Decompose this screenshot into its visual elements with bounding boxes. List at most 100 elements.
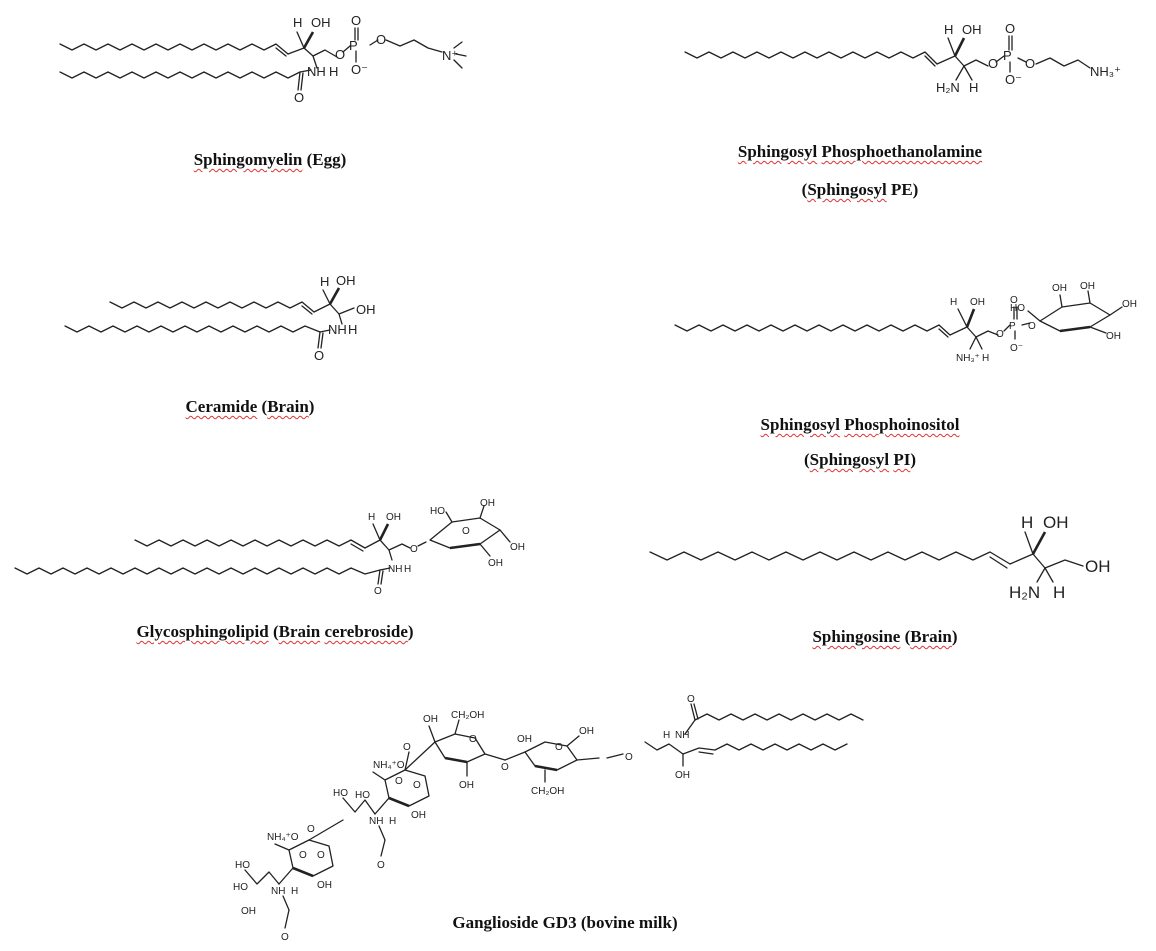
atom-o-c1: O xyxy=(403,742,411,753)
atom-o-ac1: O xyxy=(377,860,385,871)
glycosphingolipid-structure: H OH O HO O OH OH OH NH H O xyxy=(10,498,525,597)
atom-nh: NH xyxy=(328,322,347,337)
atom-oh7: OH xyxy=(317,880,332,891)
atom-o-amide: O xyxy=(314,348,324,363)
atom-o-nh: O xyxy=(687,694,695,705)
atom-oh5: OH xyxy=(675,770,690,781)
atom-h: H xyxy=(368,512,375,523)
atom-o-ester1: O xyxy=(996,329,1004,340)
atom-p: P xyxy=(349,38,358,53)
atom-oh4: OH xyxy=(579,726,594,737)
caption-word: ( xyxy=(257,397,268,416)
atom-o-ester1: O xyxy=(988,56,998,71)
atom-h2: H xyxy=(982,353,989,364)
caption-word: ( xyxy=(801,180,808,199)
atom-o-ac2: O xyxy=(281,932,289,943)
atom-o-minus: O⁻ xyxy=(351,62,368,77)
caption-sphingomyelin: Sphingomyelin (Egg) xyxy=(150,150,390,170)
caption-word: PI xyxy=(893,450,911,469)
atom-o-amide: O xyxy=(294,90,304,105)
atom-nh2: NH xyxy=(369,816,383,827)
atom-o-double: O xyxy=(1005,21,1015,36)
atom-h2: H xyxy=(1053,583,1065,602)
caption-word: Phosphoethanolamine xyxy=(821,142,983,161)
atom-nh3: NH xyxy=(271,886,285,897)
atom-h2: H xyxy=(389,816,396,827)
sphingomyelin-headgroup: O N⁺ xyxy=(370,32,510,98)
atom-h2: H xyxy=(969,80,978,95)
caption-ganglioside-gd3: Ganglioside GD3 (bovine milk) xyxy=(430,913,700,933)
caption-sphingosyl-pe-abbrev: (Sphingosyl PE) xyxy=(760,180,960,200)
atom-oh1: OH xyxy=(423,714,438,725)
atom-o-r4: O xyxy=(299,850,307,861)
caption-word: Glycosphingolipid xyxy=(136,622,269,641)
atom-oh-c: OH xyxy=(1122,299,1137,310)
atom-o-g1: O xyxy=(501,762,509,773)
atom-p: P xyxy=(1009,321,1016,332)
atom-oh2: OH xyxy=(459,780,474,791)
atom-h2: H xyxy=(348,322,357,337)
caption-word: ( xyxy=(804,450,810,469)
caption-word: Sphingosyl xyxy=(809,450,890,469)
atom-oh: OH xyxy=(386,512,401,523)
ceramide-structure: H OH OH NH H O xyxy=(60,273,376,363)
atom-nh: NH xyxy=(307,64,326,79)
atom-oh-a: OH xyxy=(1052,283,1067,294)
caption-word: Ganglioside GD3 (bovine milk) xyxy=(452,913,678,932)
caption-word: Sphingosyl xyxy=(807,180,887,199)
atom-o-amide: O xyxy=(374,586,382,597)
atom-h1: H xyxy=(663,730,670,741)
caption-word: Ceramide xyxy=(185,397,258,416)
atom-nh: NH xyxy=(388,564,402,575)
atom-oh: OH xyxy=(970,297,985,308)
atom-o-ester2: O xyxy=(1025,56,1035,71)
atom-ho1: HO xyxy=(355,790,370,801)
atom-h: H xyxy=(320,274,329,289)
caption-word: ( xyxy=(268,622,279,641)
caption-sphingosyl-pe: Sphingosyl Phosphoethanolamine xyxy=(700,142,1020,162)
atom-p: P xyxy=(1003,48,1012,63)
caption-word: ) xyxy=(308,397,315,416)
caption-word: ) xyxy=(951,627,958,646)
atom-o-minus: O⁻ xyxy=(1005,72,1022,87)
caption-word: Sphingosyl xyxy=(737,142,818,161)
atom-oh2: OH xyxy=(356,302,376,317)
atom-o-link: O xyxy=(410,544,418,555)
sphingosyl-pi-structure: H OH O P O O⁻ O NH₃⁺ H HO OH OH OH OH xyxy=(670,281,1137,364)
caption-word: Brain xyxy=(267,397,309,416)
atom-nh3: NH₃⁺ xyxy=(956,353,980,364)
atom-h: H xyxy=(944,22,953,37)
atom-o-c4: O xyxy=(317,850,325,861)
caption-glycosphingolipid: Glycosphingolipid (Brain cerebroside) xyxy=(100,622,450,642)
atom-o-ring: O xyxy=(462,526,470,537)
atom-o-ester2: O xyxy=(1028,321,1036,332)
sphingosyl-pe-structure: H OH O P O O⁻ O H₂N H NH₃⁺ xyxy=(680,21,1121,95)
atom-o-minus: O⁻ xyxy=(1010,343,1023,354)
caption-word: Brain xyxy=(910,627,952,646)
atom-o-r2: O xyxy=(555,742,563,753)
atom-oh: OH xyxy=(336,273,356,288)
caption-word: Sphingosine xyxy=(812,627,901,646)
atom-o-ester2: O xyxy=(376,32,386,47)
caption-word: (Egg) xyxy=(302,150,347,169)
atom-o-r3: O xyxy=(395,776,403,787)
caption-word: ) xyxy=(407,622,414,641)
atom-h2: H xyxy=(404,564,411,575)
caption-word: ( xyxy=(900,627,911,646)
atom-ho4: HO xyxy=(233,882,248,893)
atom-nh1: NH xyxy=(675,730,689,741)
sphingosine-structure: H OH OH H₂N H xyxy=(645,513,1111,602)
caption-word: Sphingomyelin xyxy=(193,150,303,169)
atom-oh-d: OH xyxy=(1106,331,1121,342)
caption-ceramide: Ceramide (Brain) xyxy=(150,397,350,417)
atom-oh: OH xyxy=(962,22,982,37)
atom-oh: OH xyxy=(311,15,331,30)
atom-ch2oh1: CH₂OH xyxy=(451,710,484,721)
atom-nh4b: NH₄⁺O xyxy=(267,832,299,843)
atom-nh3: NH₃⁺ xyxy=(1090,64,1121,79)
atom-o-double: O xyxy=(1010,295,1018,306)
caption-sphingosyl-pi-abbrev: (Sphingosyl PI) xyxy=(770,450,950,470)
atom-oh-b: OH xyxy=(1080,281,1095,292)
sphingomyelin-structure: H OH O P O O⁻ NH H O xyxy=(55,13,368,105)
atom-o-r1: O xyxy=(469,734,477,745)
